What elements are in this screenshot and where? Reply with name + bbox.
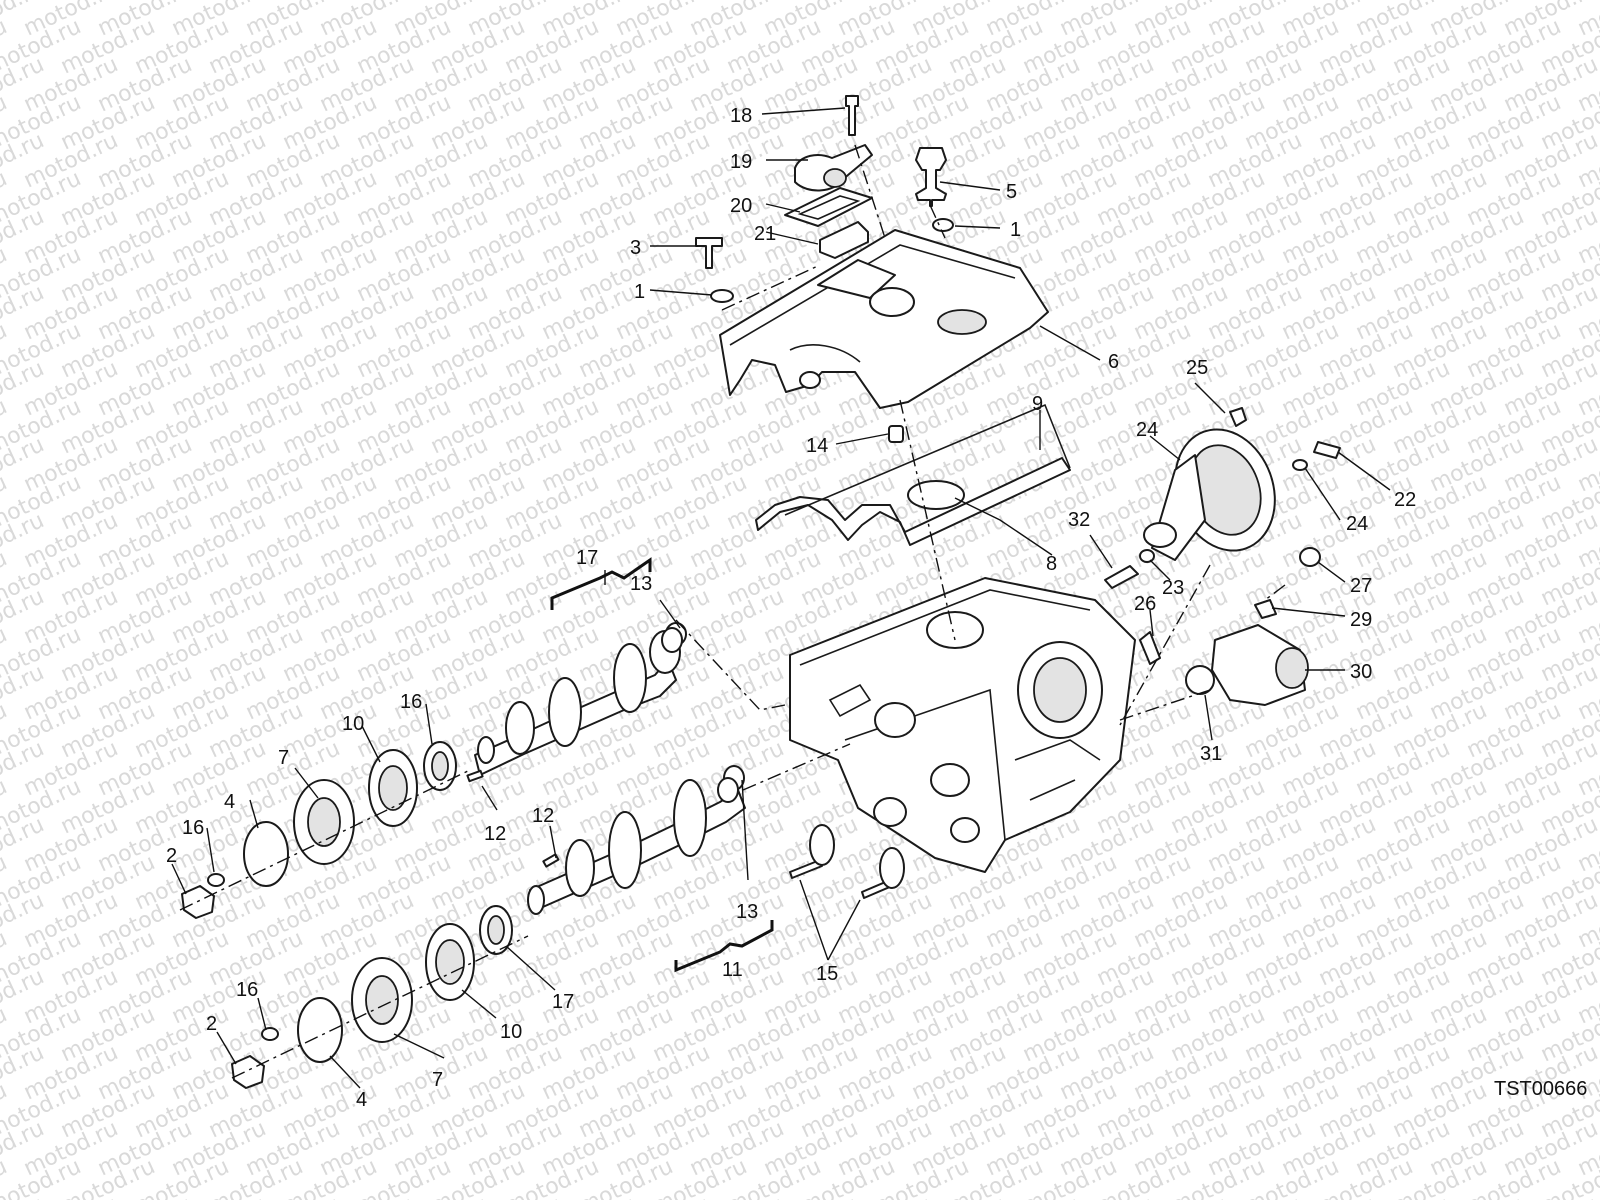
- callout-29: 29: [1350, 609, 1372, 631]
- callout-32: 32: [1068, 509, 1090, 531]
- callout-28: 25: [1186, 357, 1208, 379]
- callout-16-upper: 16: [182, 817, 204, 839]
- callout-12-lower: 12: [532, 805, 554, 827]
- callout-18: 17: [576, 547, 598, 569]
- callout-26: 26: [1134, 593, 1156, 615]
- callout-24-left: 23: [1162, 577, 1184, 599]
- callout-15: 15: [816, 963, 838, 985]
- callout-19: 18: [730, 105, 752, 127]
- callout-27: 27: [1350, 575, 1372, 597]
- callout-1-right: 1: [1010, 219, 1021, 241]
- callout-4-lower: 4: [356, 1089, 367, 1111]
- callout-13-upper: 13: [630, 573, 652, 595]
- callout-5: 5: [1006, 181, 1017, 203]
- callout-4-upper: 4: [224, 791, 235, 813]
- callout-2-upper: 2: [166, 845, 177, 867]
- callout-10-lower: 10: [500, 1021, 522, 1043]
- callout-25: 24: [1136, 419, 1158, 441]
- callout-2-lower: 2: [206, 1013, 217, 1035]
- callout-30: 30: [1350, 661, 1372, 683]
- callout-3: 3: [630, 237, 641, 259]
- callout-31: 31: [1200, 743, 1222, 765]
- callout-17-upper: 16: [400, 691, 422, 713]
- drawing-code-label: TST00666: [1494, 1078, 1588, 1100]
- callout-13-lower: 13: [736, 901, 758, 923]
- callout-17-lower: 17: [552, 991, 574, 1013]
- callout-6: 6: [1108, 351, 1119, 373]
- callout-21: 20: [730, 195, 752, 217]
- callout-11: 11: [722, 959, 743, 981]
- callout-24-right: 24: [1346, 513, 1368, 535]
- callout-23: 22: [1394, 489, 1416, 511]
- callout-14: 14: [806, 435, 828, 457]
- callout-20: 19: [730, 151, 752, 173]
- callout-22: 21: [754, 223, 776, 245]
- callout-1-left: 1: [634, 281, 645, 303]
- callout-7-upper: 7: [278, 747, 289, 769]
- callout-7-lower: 7: [432, 1069, 443, 1091]
- callout-10-upper: 10: [342, 713, 364, 735]
- callout-16-lower: 16: [236, 979, 258, 1001]
- callout-9: 9: [1032, 393, 1043, 415]
- callout-12-upper: 12: [484, 823, 506, 845]
- callout-8: 8: [1046, 553, 1057, 575]
